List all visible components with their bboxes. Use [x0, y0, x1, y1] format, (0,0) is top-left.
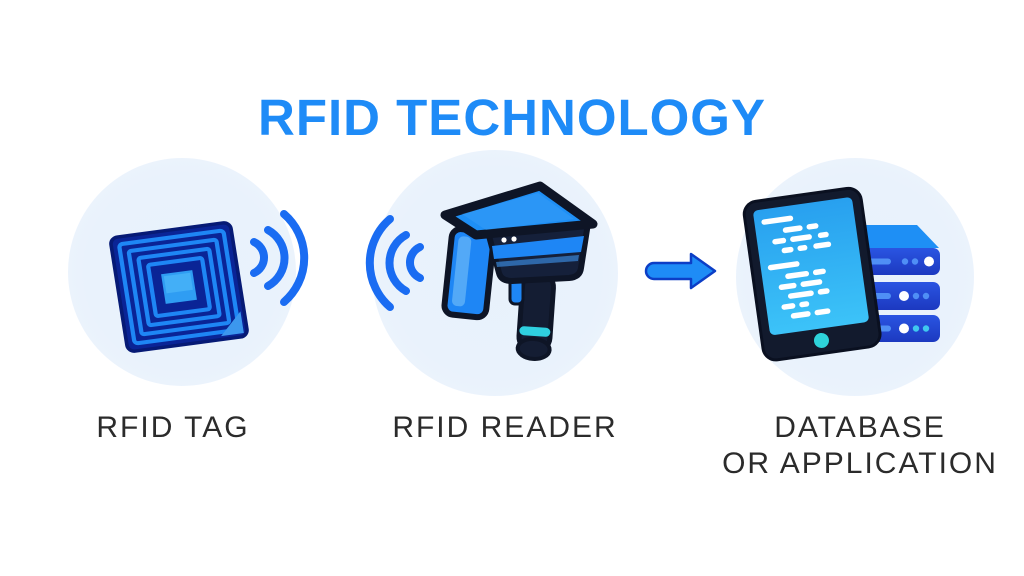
rfid-reader-icon: [440, 181, 598, 361]
screen-code-lines: [761, 215, 832, 319]
tag-signal-waves-icon: [250, 210, 309, 306]
tablet-icon: [742, 186, 882, 362]
label-database: DATABASE OR APPLICATION: [722, 411, 998, 480]
rfid-tag-icon: [109, 221, 249, 353]
database-tablet-server-icon: [742, 186, 940, 362]
label-rfid-tag: RFID TAG: [96, 411, 250, 444]
arrow-right-icon: [644, 252, 717, 290]
label-rfid-reader: RFID READER: [392, 411, 618, 444]
reader-signal-waves-icon: [365, 215, 424, 311]
page-title: RFID TECHNOLOGY: [258, 89, 766, 146]
